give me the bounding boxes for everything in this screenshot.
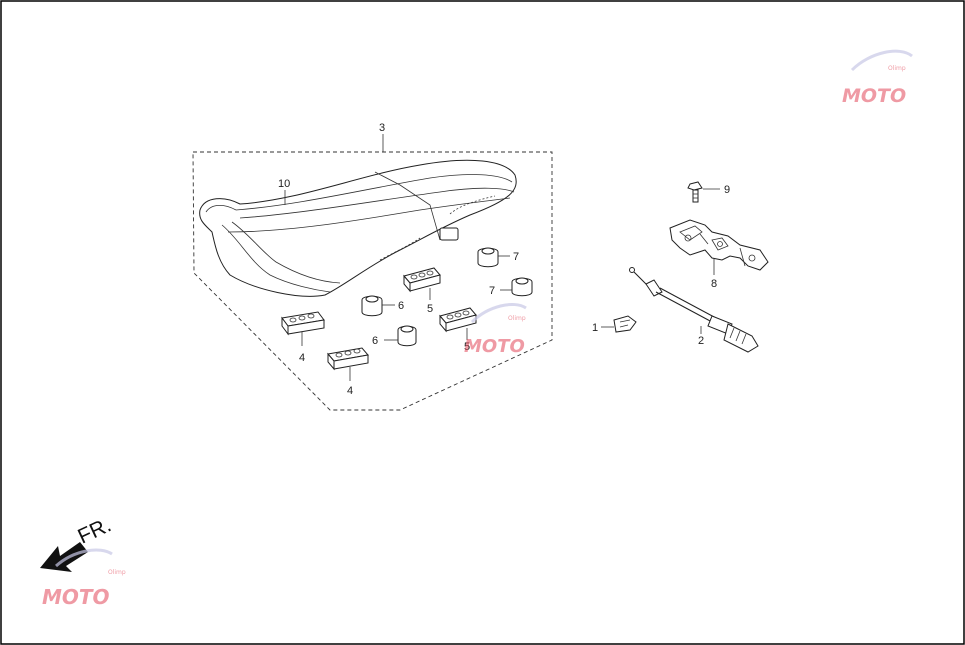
svg-text:Olimp: Olimp [888, 65, 906, 72]
callout-4a: 4 [299, 352, 305, 364]
rubber-block-5-upper [403, 267, 441, 293]
rubber-block-4-lower [327, 347, 369, 371]
svg-text:MOTO: MOTO [842, 85, 906, 107]
callout-5b: 5 [464, 341, 470, 353]
seat-lock-cable-2 [629, 267, 759, 353]
watermark-logo-bottom-left: MOTO Olimp [42, 548, 126, 609]
rubber-block-4-upper [281, 311, 325, 336]
callout-5a: 5 [427, 303, 433, 315]
seat-lock-8 [669, 219, 769, 271]
callout-6b: 6 [372, 335, 378, 347]
svg-text:MOTO: MOTO [464, 336, 525, 357]
callout-1: 1 [592, 322, 598, 334]
watermark-logo-top-right: MOTO Olimp [842, 49, 913, 107]
rubber-block-5-lower [439, 307, 477, 333]
callout-8: 8 [711, 278, 717, 290]
seat-cover [199, 159, 517, 297]
callout-7a: 7 [513, 251, 519, 263]
bolt-9 [687, 181, 703, 203]
cable-clip-1 [613, 315, 637, 333]
svg-text:Olimp: Olimp [508, 315, 526, 322]
callout-2: 2 [698, 335, 704, 347]
callout-7b: 7 [489, 285, 495, 297]
seat-cushion-7-lower [511, 277, 533, 297]
callout-9: 9 [724, 184, 730, 196]
seat-cushion-6-upper [361, 295, 383, 317]
front-direction-arrow-icon [40, 542, 88, 572]
svg-text:Olimp: Olimp [108, 569, 126, 576]
callout-10: 10 [278, 178, 290, 190]
seat-cushion-7-upper [477, 247, 499, 268]
watermark-logo-center: MOTO Olimp [464, 303, 527, 357]
seat-cushion-6-lower [397, 325, 417, 347]
callout-6a: 6 [398, 300, 404, 312]
callout-4b: 4 [347, 385, 353, 397]
callout-3: 3 [379, 122, 385, 134]
svg-text:MOTO: MOTO [42, 585, 110, 609]
seat-assembly-boundary [192, 151, 553, 411]
